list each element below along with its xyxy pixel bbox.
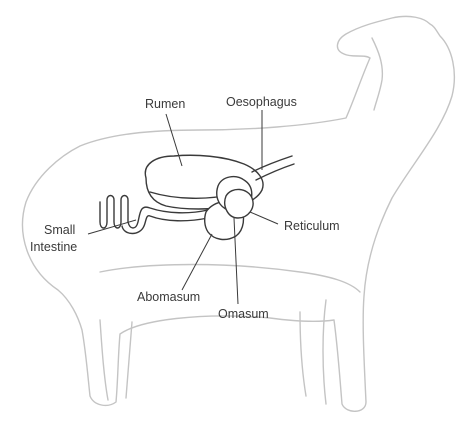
sheep-front-leg-outline — [300, 300, 326, 404]
omasum — [225, 189, 253, 218]
stomach-organs — [100, 155, 294, 239]
small-intestine-label-line1: Small — [44, 223, 75, 237]
small-intestine-inner — [122, 216, 208, 234]
small-intestine-label-line2: Intestine — [30, 240, 77, 254]
omasum-label: Omasum — [218, 307, 269, 321]
abomasum-label: Abomasum — [137, 290, 200, 304]
abomasum-leader — [182, 234, 212, 290]
small-intestine-leader — [88, 220, 136, 234]
oesophagus-label: Oesophagus — [226, 95, 297, 109]
rumen-label: Rumen — [145, 97, 185, 111]
sheep-ear-outline — [372, 38, 382, 110]
reticulum-label: Reticulum — [284, 219, 340, 233]
oesophagus — [252, 156, 292, 172]
sheep-back-leg-outline — [100, 320, 132, 400]
reticulum-leader — [250, 212, 278, 224]
sheep-belly-line — [100, 265, 360, 293]
